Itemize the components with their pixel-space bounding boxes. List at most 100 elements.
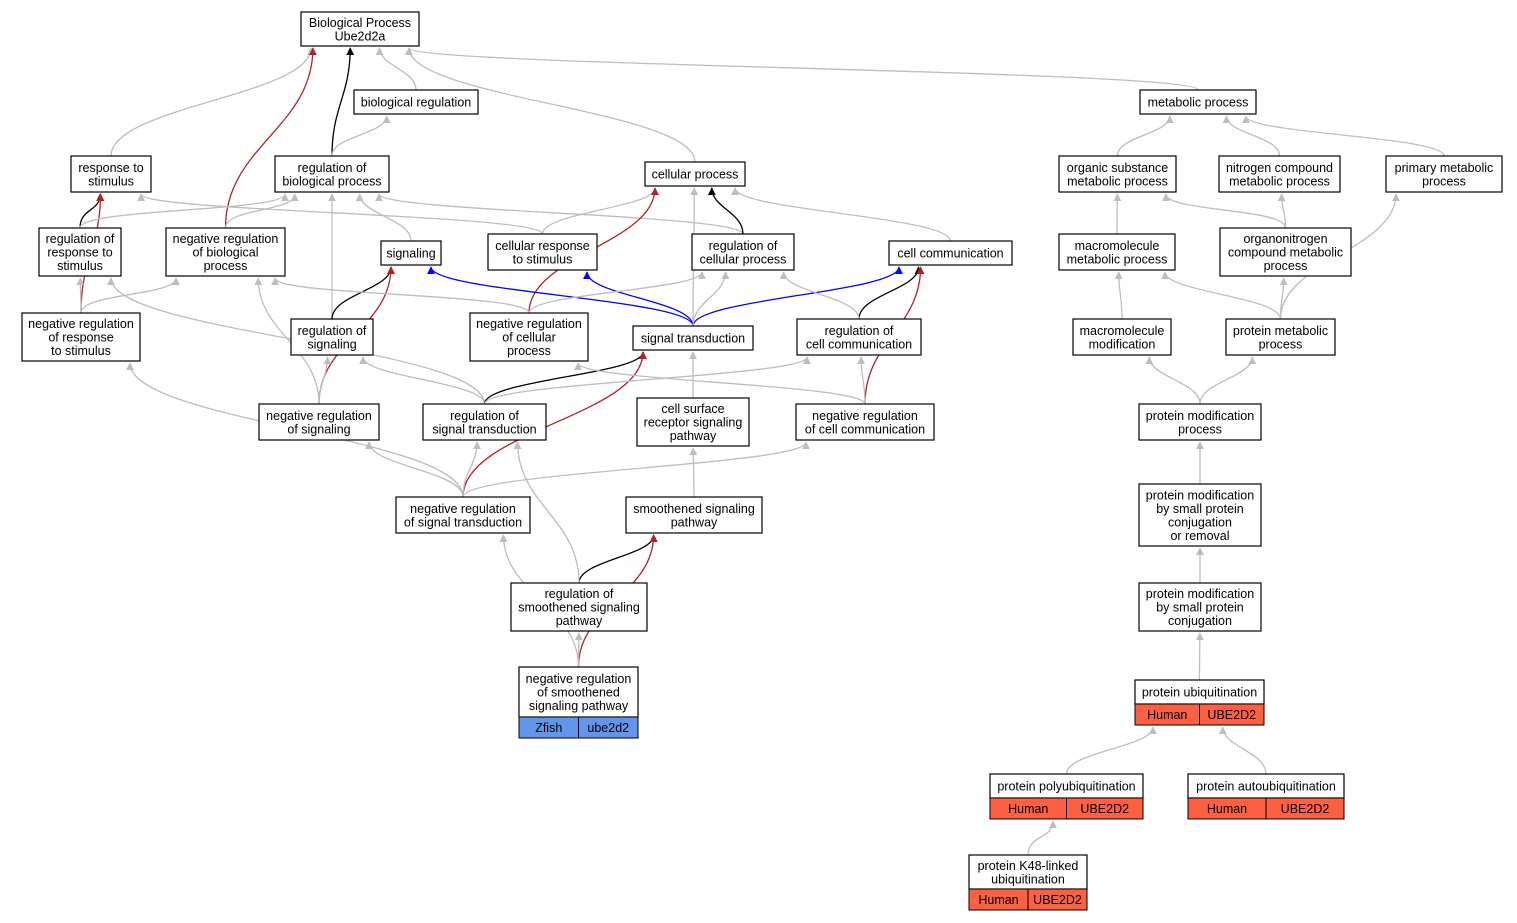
edge-negregsig-to-negregbio <box>254 277 320 405</box>
edge-regsigtrans-to-regcellcomm <box>483 356 811 405</box>
go-term-label-line: protein modification <box>1146 409 1254 423</box>
go-term-box <box>796 318 922 356</box>
go-term-bioreg[interactable]: biological regulation <box>353 89 479 115</box>
go-term-sigtrans[interactable]: signal transduction <box>632 325 754 351</box>
go-term-label-line: metabolic process <box>1067 174 1168 188</box>
go-term-box <box>1138 403 1262 441</box>
go-term-box <box>1058 233 1176 271</box>
go-term-label-line: signaling pathway <box>529 699 629 713</box>
go-term-label-line: nitrogen compound <box>1226 161 1333 175</box>
go-term-box <box>70 155 152 193</box>
edge-bioreg-to-bp <box>375 47 417 91</box>
go-term-label-line: regulation of <box>545 587 614 601</box>
edge-primary-to-metab <box>1242 115 1445 157</box>
go-term-metab[interactable]: metabolic process <box>1139 89 1257 115</box>
go-term-label-line: protein modification <box>1146 488 1254 502</box>
go-term-box <box>510 582 648 632</box>
gene-tag: UBE2D2 <box>1066 797 1144 820</box>
edge-sigtrans-to-regcell <box>692 271 730 327</box>
go-term-label-line: negative regulation <box>28 317 134 331</box>
tag-label: Human <box>1147 708 1187 722</box>
go-term-signaling[interactable]: signaling <box>380 240 442 266</box>
edge-negregsigtrans-to-negregsig <box>365 441 464 498</box>
go-term-label-line: biological process <box>282 174 381 188</box>
edge-cellproc-to-bp <box>405 47 696 163</box>
go-term-label-line: smoothened signaling <box>633 502 755 516</box>
edge-negregsigtrans-to-regsigtrans <box>462 441 481 498</box>
go-term-label-line: cellular process <box>652 168 739 182</box>
go-term-label-line: by small protein <box>1156 601 1244 615</box>
go-term-cellcomm[interactable]: cell communication <box>888 240 1013 266</box>
go-term-label-line: protein K48-linked <box>978 859 1079 873</box>
go-term-label-line: regulation of <box>46 232 115 246</box>
go-term-label-line: negative regulation <box>526 672 632 686</box>
go-term-label-line: process <box>1264 259 1308 273</box>
go-term-label-line: regulation of <box>450 409 519 423</box>
go-term-label-line: cellular response <box>495 239 590 253</box>
go-term-label-line: pathway <box>671 515 718 529</box>
edge-negregsigtrans-to-sigtrans <box>462 351 647 498</box>
edge-negregbio-to-regbio <box>224 193 299 229</box>
go-term-label-line: receptor signaling <box>644 416 743 430</box>
tag-label: UBE2D2 <box>1207 708 1256 722</box>
go-term-label-line: process <box>1259 337 1303 351</box>
go-term-label-line: process <box>507 344 551 358</box>
edge-regsigtrans-to-regsig <box>359 356 486 405</box>
edge-regsigtrans-to-sigtrans <box>483 351 647 405</box>
go-term-label-line: pathway <box>556 614 603 628</box>
edge-protmod-to-protmet <box>1199 356 1257 405</box>
go-term-label-line: of cell communication <box>805 422 925 436</box>
edge-negregcell-to-regcell <box>528 271 706 314</box>
edge-polyubiq-to-protubiq <box>1065 726 1157 775</box>
go-term-cellproc[interactable]: cellular process <box>644 161 746 187</box>
edge-regbio-to-bioreg <box>331 115 391 157</box>
edge-autoubiq-to-protubiq <box>1218 726 1267 775</box>
go-term-box <box>1187 773 1345 799</box>
tag-label: Human <box>1207 802 1247 816</box>
tag-label: Human <box>978 893 1018 907</box>
tag-label: Human <box>1008 802 1048 816</box>
go-term-label-line: regulation of <box>825 324 894 338</box>
go-term-label-line: of response <box>48 331 113 345</box>
go-term-label-line: signaling <box>307 337 356 351</box>
edge-protmet-to-macro <box>1161 271 1282 320</box>
go-term-box <box>518 666 639 718</box>
edge-regcellcomm-to-cellcomm <box>858 266 923 320</box>
edge-resp-to-bp <box>110 47 315 157</box>
go-term-box <box>422 403 547 441</box>
go-term-label-line: or removal <box>1170 529 1229 543</box>
